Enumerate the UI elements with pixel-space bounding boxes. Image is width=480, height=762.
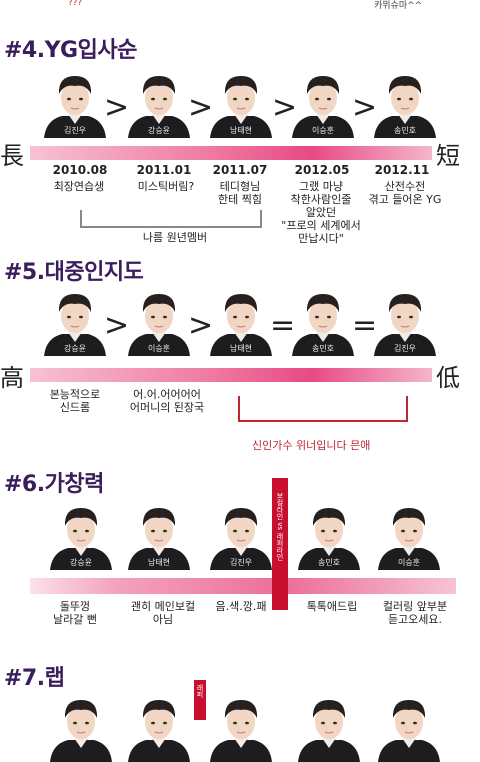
comparison-operator: > <box>104 90 130 125</box>
note-6-1: 돌뚜껑 날라갈 뻔 <box>53 600 97 626</box>
member-portrait <box>126 286 192 356</box>
comparison-operator: > <box>188 90 214 125</box>
date-4: 2012.05 <box>294 163 350 177</box>
member-portrait <box>208 692 274 762</box>
note-4-5: 산전수전 겪고 들어온 YG <box>368 180 442 206</box>
note-4-1: 최장연습생 <box>53 180 105 193</box>
member-portrait <box>296 500 362 570</box>
member-portrait <box>126 692 192 762</box>
section-7-divider <box>194 680 206 720</box>
member-name-label: 강승윤 <box>63 344 87 353</box>
member-portrait <box>126 500 192 570</box>
section-4-right-end: 短 <box>436 142 460 170</box>
note-4-4: 그랬 마냥 착한사람인줄 알았던 "프로의 세계에서 만납시다" <box>281 180 361 245</box>
member-name-label: 송민호 <box>311 344 335 353</box>
comparison-operator: > <box>104 308 130 343</box>
member-portrait <box>42 68 108 138</box>
section-4-title: #4.YG입사순 <box>4 38 137 63</box>
note-5-2: 어.어.어어어어 어머니의 된장국 <box>129 388 205 414</box>
note-6-4: 톡톡애드립 <box>306 600 358 613</box>
section-5-bracket-label: 신인가수 위너입니다 믄애 <box>252 439 371 452</box>
member-name-label: 송민호 <box>393 126 417 135</box>
member-name-label: 김진우 <box>393 344 417 353</box>
section-4-bracket <box>80 210 262 228</box>
member-name-label: 김진우 <box>63 126 87 135</box>
top-note-left: ??? <box>68 0 83 8</box>
member-portrait <box>48 692 114 762</box>
date-2: 2011.01 <box>136 163 192 177</box>
member-name-label: 남태현 <box>229 126 253 135</box>
section-4-scale-bar <box>30 146 432 160</box>
section-7-title: #7.랩 <box>4 666 65 691</box>
section-5-right-end: 低 <box>436 364 460 392</box>
member-portrait <box>42 286 108 356</box>
comparison-operator: = <box>270 308 296 343</box>
member-name-label: 남태현 <box>147 558 171 567</box>
note-5-1: 본능적으로 신드롬 <box>49 388 101 414</box>
note-4-2: 미스틱버림? <box>137 180 195 193</box>
member-name-label: 강승윤 <box>147 126 171 135</box>
member-name-label: 이승훈 <box>397 558 421 567</box>
section-4-bracket-label: 나름 원년멤버 <box>142 231 208 244</box>
comparison-operator: > <box>272 90 298 125</box>
section-5-scale-bar <box>30 368 432 382</box>
comparison-operator: > <box>188 308 214 343</box>
section-5-left-end: 高 <box>0 364 24 392</box>
member-name-label: 이승훈 <box>311 126 335 135</box>
member-name-label: 남태현 <box>229 344 253 353</box>
section-6-divider-text: 보컬라인 vs 래퍼라인 <box>276 492 284 561</box>
section-6-title: #6.가창력 <box>4 472 104 497</box>
date-3: 2011.07 <box>212 163 268 177</box>
comparison-operator: > <box>352 90 378 125</box>
member-name-label: 이승훈 <box>147 344 171 353</box>
note-6-2: 괜히 메인보컬 아님 <box>130 600 196 626</box>
member-portrait <box>372 286 438 356</box>
member-portrait <box>126 68 192 138</box>
member-portrait <box>296 692 362 762</box>
date-1: 2010.08 <box>52 163 108 177</box>
note-6-5: 컬러링 앞부분 듣고오세요. <box>382 600 448 626</box>
member-portrait <box>208 68 274 138</box>
member-name-label: 송민호 <box>317 558 341 567</box>
section-5-title: #5.대중인지도 <box>4 260 144 285</box>
member-portrait <box>376 692 442 762</box>
note-6-3: 음.색.깡.패 <box>215 600 267 613</box>
top-note-right: 카뮈슈마^^ <box>374 1 423 11</box>
member-name-label: 강승윤 <box>69 558 93 567</box>
member-portrait <box>376 500 442 570</box>
member-portrait <box>290 286 356 356</box>
member-portrait <box>208 286 274 356</box>
member-portrait <box>48 500 114 570</box>
member-portrait <box>208 500 274 570</box>
section-4-left-end: 長 <box>0 142 24 170</box>
member-portrait <box>372 68 438 138</box>
section-5-red-bracket <box>238 396 408 422</box>
member-name-label: 김진우 <box>229 558 253 567</box>
date-5: 2012.11 <box>374 163 430 177</box>
section-6-scale-bar <box>30 578 456 594</box>
comparison-operator: = <box>352 308 378 343</box>
note-4-3: 테디형님 한테 찍힘 <box>218 180 262 206</box>
section-7-divider-text: 래퍼 <box>196 684 204 698</box>
section-6-divider <box>272 478 288 610</box>
member-portrait <box>290 68 356 138</box>
